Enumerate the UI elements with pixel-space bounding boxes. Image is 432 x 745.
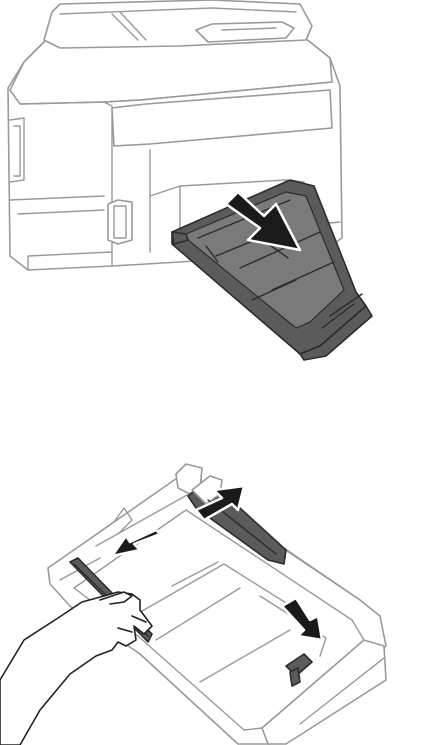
cassette-illustration [0, 450, 432, 745]
cassette-drawing [0, 450, 432, 745]
printer-drawing [0, 0, 432, 365]
printer-illustration [0, 0, 432, 365]
hand-illustration [0, 592, 152, 745]
